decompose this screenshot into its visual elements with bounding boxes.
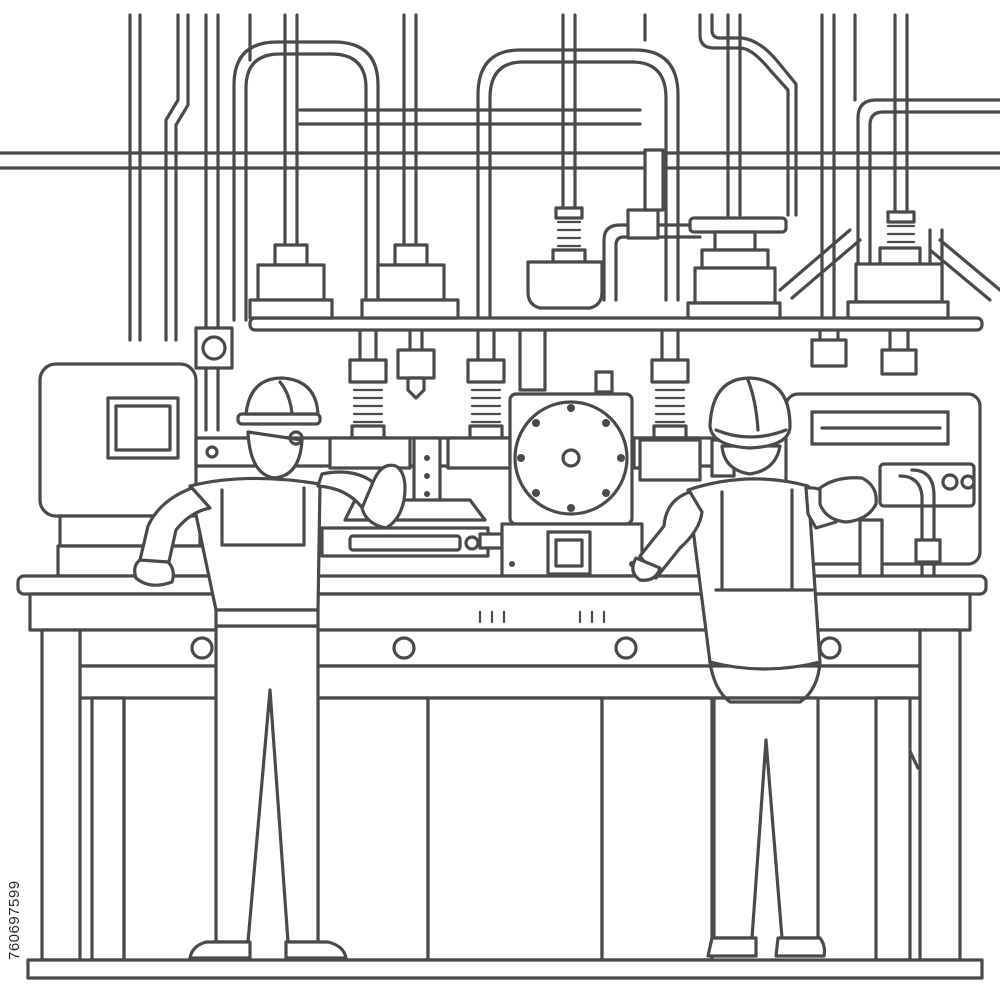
- hanging-springs: [348, 328, 918, 440]
- gear-teeth: [517, 404, 625, 512]
- worker-right: [631, 376, 878, 958]
- worker-left: [133, 376, 407, 960]
- workbench: [16, 574, 988, 980]
- stock-id-watermark: 760697599: [6, 880, 23, 960]
- valve-row: [248, 148, 984, 332]
- press-machine: [194, 392, 736, 578]
